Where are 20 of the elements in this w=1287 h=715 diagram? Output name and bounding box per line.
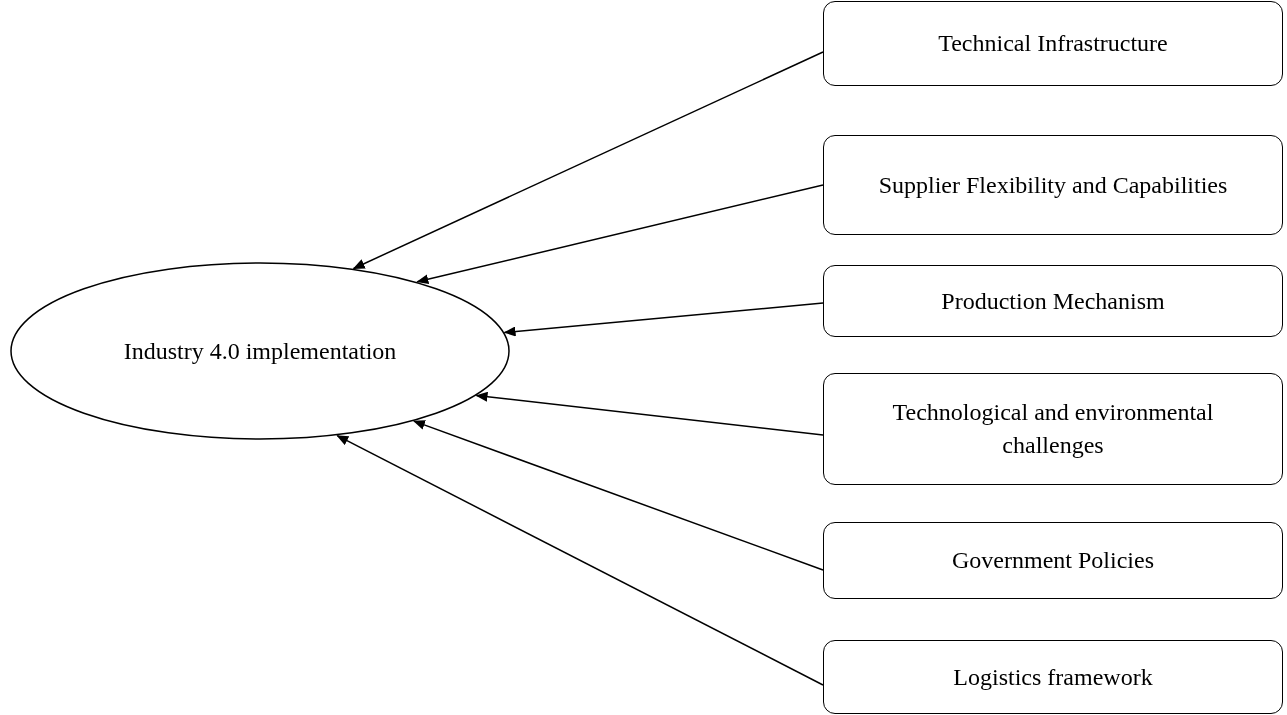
factor-box (823, 135, 1283, 235)
arrow (503, 302, 824, 337)
factor-box (823, 640, 1283, 714)
node-label: Logistics framework (953, 662, 1153, 692)
node-label: Technological and environmental challenges (891, 398, 1215, 460)
arrow (475, 391, 824, 436)
node-label: Government Policies (952, 546, 1154, 575)
node-label: Industry 4.0 implementation (123, 336, 397, 366)
ellipse-node (10, 262, 510, 440)
arrow (352, 51, 824, 270)
arrow (336, 434, 824, 686)
factor-box (823, 265, 1283, 337)
arrow (413, 420, 824, 571)
arrow (416, 184, 824, 285)
node-label: Supplier Flexibility and Capabilities (878, 170, 1228, 200)
node-label: Technical Infrastructure (938, 29, 1168, 58)
factor-box (823, 522, 1283, 599)
factor-box (823, 373, 1283, 485)
factor-box (823, 1, 1283, 86)
node-label: Production Mechanism (941, 286, 1165, 316)
